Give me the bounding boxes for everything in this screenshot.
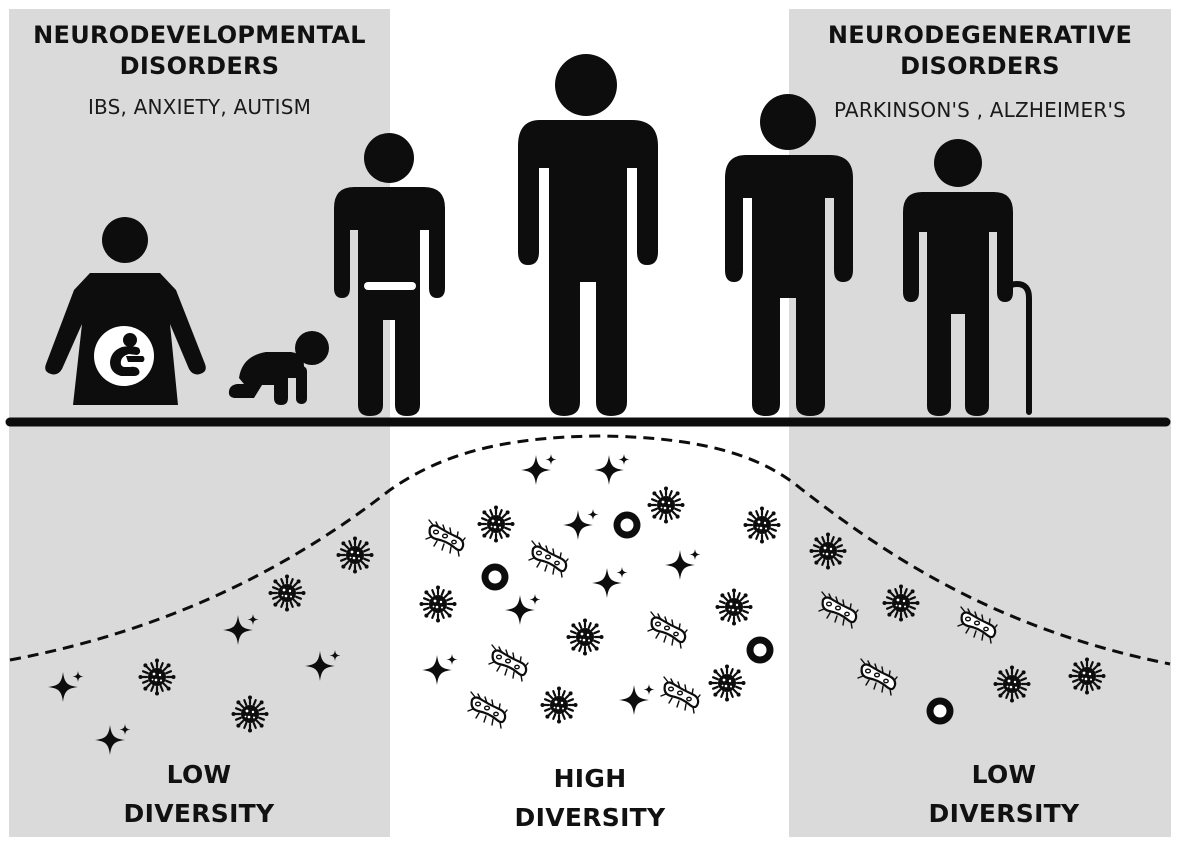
virus-icon: [810, 533, 847, 570]
right-panel-title: NEURODEGENERATIVE DISORDERS: [789, 20, 1171, 81]
right-title-line-1: NEURODEGENERATIVE: [789, 20, 1171, 51]
left-panel-examples: IBS, ANXIETY, AUTISM: [9, 95, 390, 119]
virus-icon: [709, 665, 746, 702]
sparkle-icon: [592, 567, 628, 598]
bacterium-icon: [648, 612, 687, 648]
right-panel-examples: PARKINSON'S , ALZHEIMER'S: [789, 98, 1171, 122]
center-diversity-line-2: DIVERSITY: [490, 799, 690, 838]
belt: [364, 282, 416, 290]
virus-icon: [337, 537, 374, 574]
virus-icon: [478, 506, 515, 543]
bacterium-icon: [426, 520, 465, 556]
virus-icon: [567, 619, 604, 656]
left-title-line-1: NEURODEVELOPMENTAL: [9, 20, 390, 51]
virus-icon: [139, 659, 176, 696]
bacterium-icon: [468, 692, 507, 728]
center-diversity-label: HIGH DIVERSITY: [490, 760, 690, 838]
center-diversity-line-1: HIGH: [490, 760, 690, 799]
sparkle-icon: [422, 654, 458, 685]
ring-icon: [927, 698, 954, 725]
virus-icon: [648, 487, 685, 524]
left-panel-title: NEURODEVELOPMENTAL DISORDERS: [9, 20, 390, 81]
virus-icon: [716, 589, 753, 626]
right-diversity-label: LOW DIVERSITY: [904, 756, 1104, 834]
sparkle-icon: [665, 549, 701, 580]
left-diversity-line-2: DIVERSITY: [99, 795, 299, 834]
virus-icon: [269, 575, 306, 612]
sparkle-icon: [619, 684, 655, 715]
right-title-line-2: DISORDERS: [789, 51, 1171, 82]
bacterium-icon: [529, 541, 568, 577]
ring-icon: [482, 564, 509, 591]
virus-icon: [994, 666, 1031, 703]
right-diversity-line-1: LOW: [904, 756, 1104, 795]
sparkle-icon: [505, 594, 541, 625]
left-title-line-2: DISORDERS: [9, 51, 390, 82]
sparkle-icon: [563, 509, 599, 540]
sparkle-icon: [521, 454, 557, 485]
bacterium-icon: [661, 677, 700, 713]
virus-icon: [232, 696, 269, 733]
sparkle-icon: [594, 454, 630, 485]
ring-icon: [614, 512, 641, 539]
bacterium-icon: [489, 645, 528, 681]
virus-icon: [1069, 658, 1106, 695]
adult-figure-icon: [518, 54, 658, 416]
ring-icon: [747, 637, 774, 664]
left-diversity-line-1: LOW: [99, 756, 299, 795]
virus-icon: [744, 507, 781, 544]
left-diversity-label: LOW DIVERSITY: [99, 756, 299, 834]
right-diversity-line-2: DIVERSITY: [904, 795, 1104, 834]
virus-icon: [541, 687, 578, 724]
virus-icon: [883, 585, 920, 622]
virus-icon: [420, 586, 457, 623]
